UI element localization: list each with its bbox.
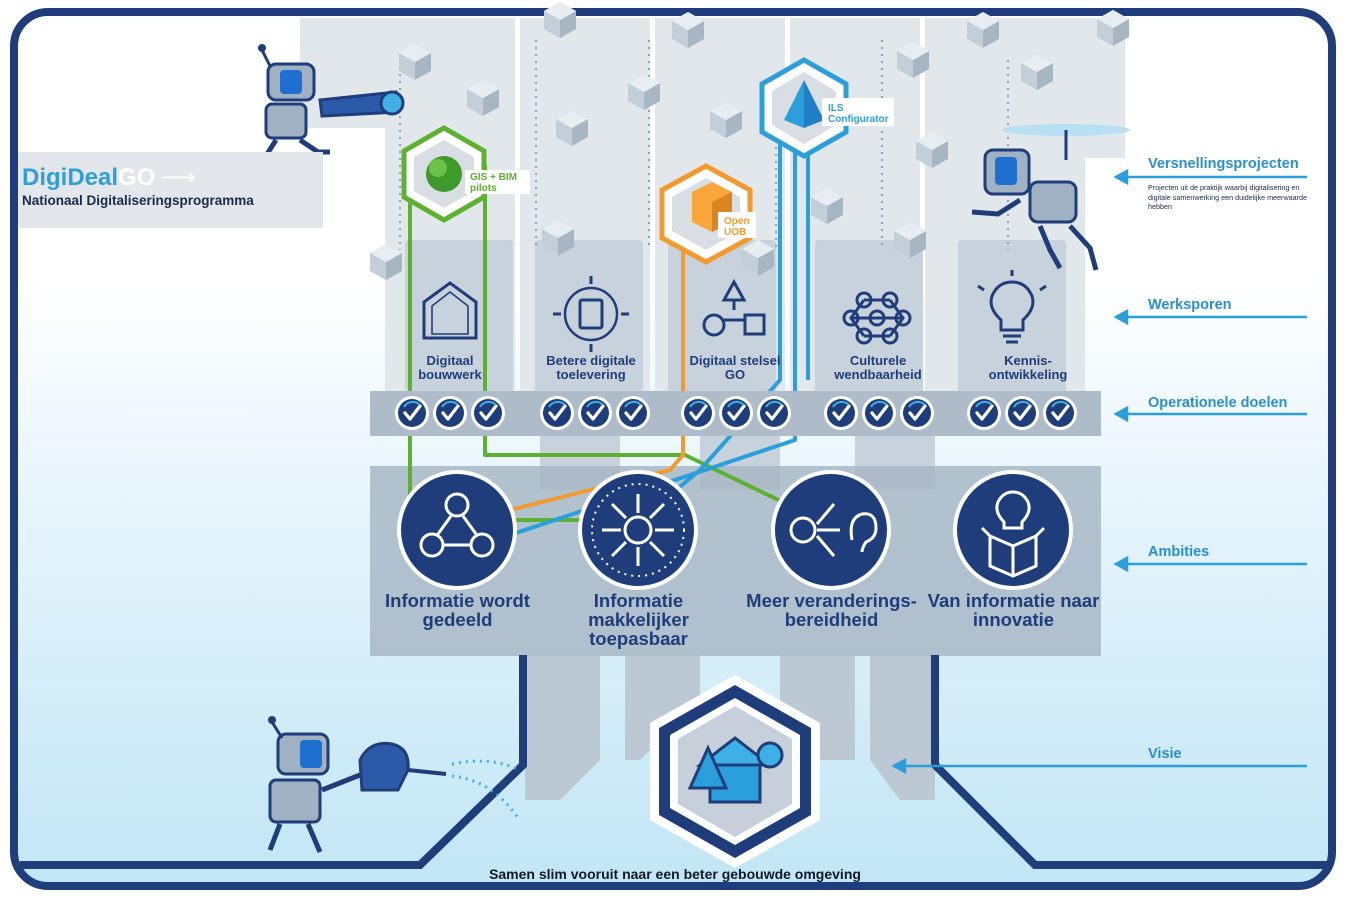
project-gis-bim (401, 125, 530, 223)
ambitie-label: Informatie wordt gedeeld (385, 590, 530, 630)
label-visie: Visie (1148, 746, 1182, 762)
brand-subtitle: Nationaal Digitaliseringsprogramma (22, 193, 254, 208)
werkspoor-label: Culturele wendbaarheid (834, 353, 922, 382)
robot-telescope-icon (258, 44, 405, 185)
label-operationele-doelen: Operationele doelen (1148, 395, 1288, 411)
project-open-uob (659, 163, 756, 265)
label-versnellingsprojecten: Versnellingsprojecten (1148, 156, 1299, 172)
ambitie-label: Meer veranderings-bereidheid (746, 590, 917, 630)
werkspoor-label: Betere digitale toelevering (546, 353, 636, 382)
house-outline-icon (422, 281, 478, 340)
info-sharing-icon (397, 470, 517, 590)
lightbulb-icon (977, 270, 1047, 344)
project-label-gis-bim: GIS + BIM pilots (470, 172, 517, 194)
werkspoor-label: Digitaal stelsel GO (689, 353, 781, 382)
shapes-network-icon (702, 278, 766, 337)
visie-caption: Samen slim vooruit naar een beter gebouw… (489, 866, 861, 882)
robot-watering-icon (267, 716, 521, 853)
label-werksporen: Werksporen (1148, 297, 1232, 313)
werksporen-icons (422, 270, 1047, 352)
operationele-doelen-checks (393, 394, 1079, 432)
molecule-network-icon (842, 291, 912, 345)
brand-box (18, 152, 323, 228)
project-ils-configurator (759, 57, 894, 159)
built-environment-hexagon-icon (650, 675, 820, 868)
robot-flying-icon (971, 124, 1130, 271)
project-label-ils-configurator: ILS Configurator (828, 103, 889, 125)
ambitie-icons (397, 470, 1073, 590)
brand-name-part1: DigiDeal (22, 164, 119, 191)
info-spread-icon (578, 470, 698, 590)
lightbulb-box-icon (953, 470, 1073, 590)
project-label-open-uob: Open UOB (724, 216, 750, 238)
werkspoor-label: Kennis-ontwikkeling (988, 353, 1068, 382)
right-label-arrows (891, 168, 1307, 775)
ambitie-label: Informatie makkelijker toepasbaar (588, 590, 689, 649)
arrow-right-icon: ⟶ (161, 164, 196, 191)
ambitie-label: Van informatie naar innovatie (927, 590, 1100, 630)
brand-name-part2: GO (118, 164, 156, 191)
visie-lines (20, 655, 1330, 869)
label-ambities: Ambities (1148, 544, 1210, 560)
versnellingsprojecten-description: Projecten uit de praktijk waarbij digita… (1148, 183, 1308, 211)
document-arrows-icon (553, 276, 629, 352)
info-ear-icon (771, 470, 891, 590)
werkspoor-label: Digitaal bouwwerk (418, 353, 482, 382)
dotted-lines (399, 40, 1009, 250)
brand-title: DigiDealGO⟶ (22, 163, 196, 192)
